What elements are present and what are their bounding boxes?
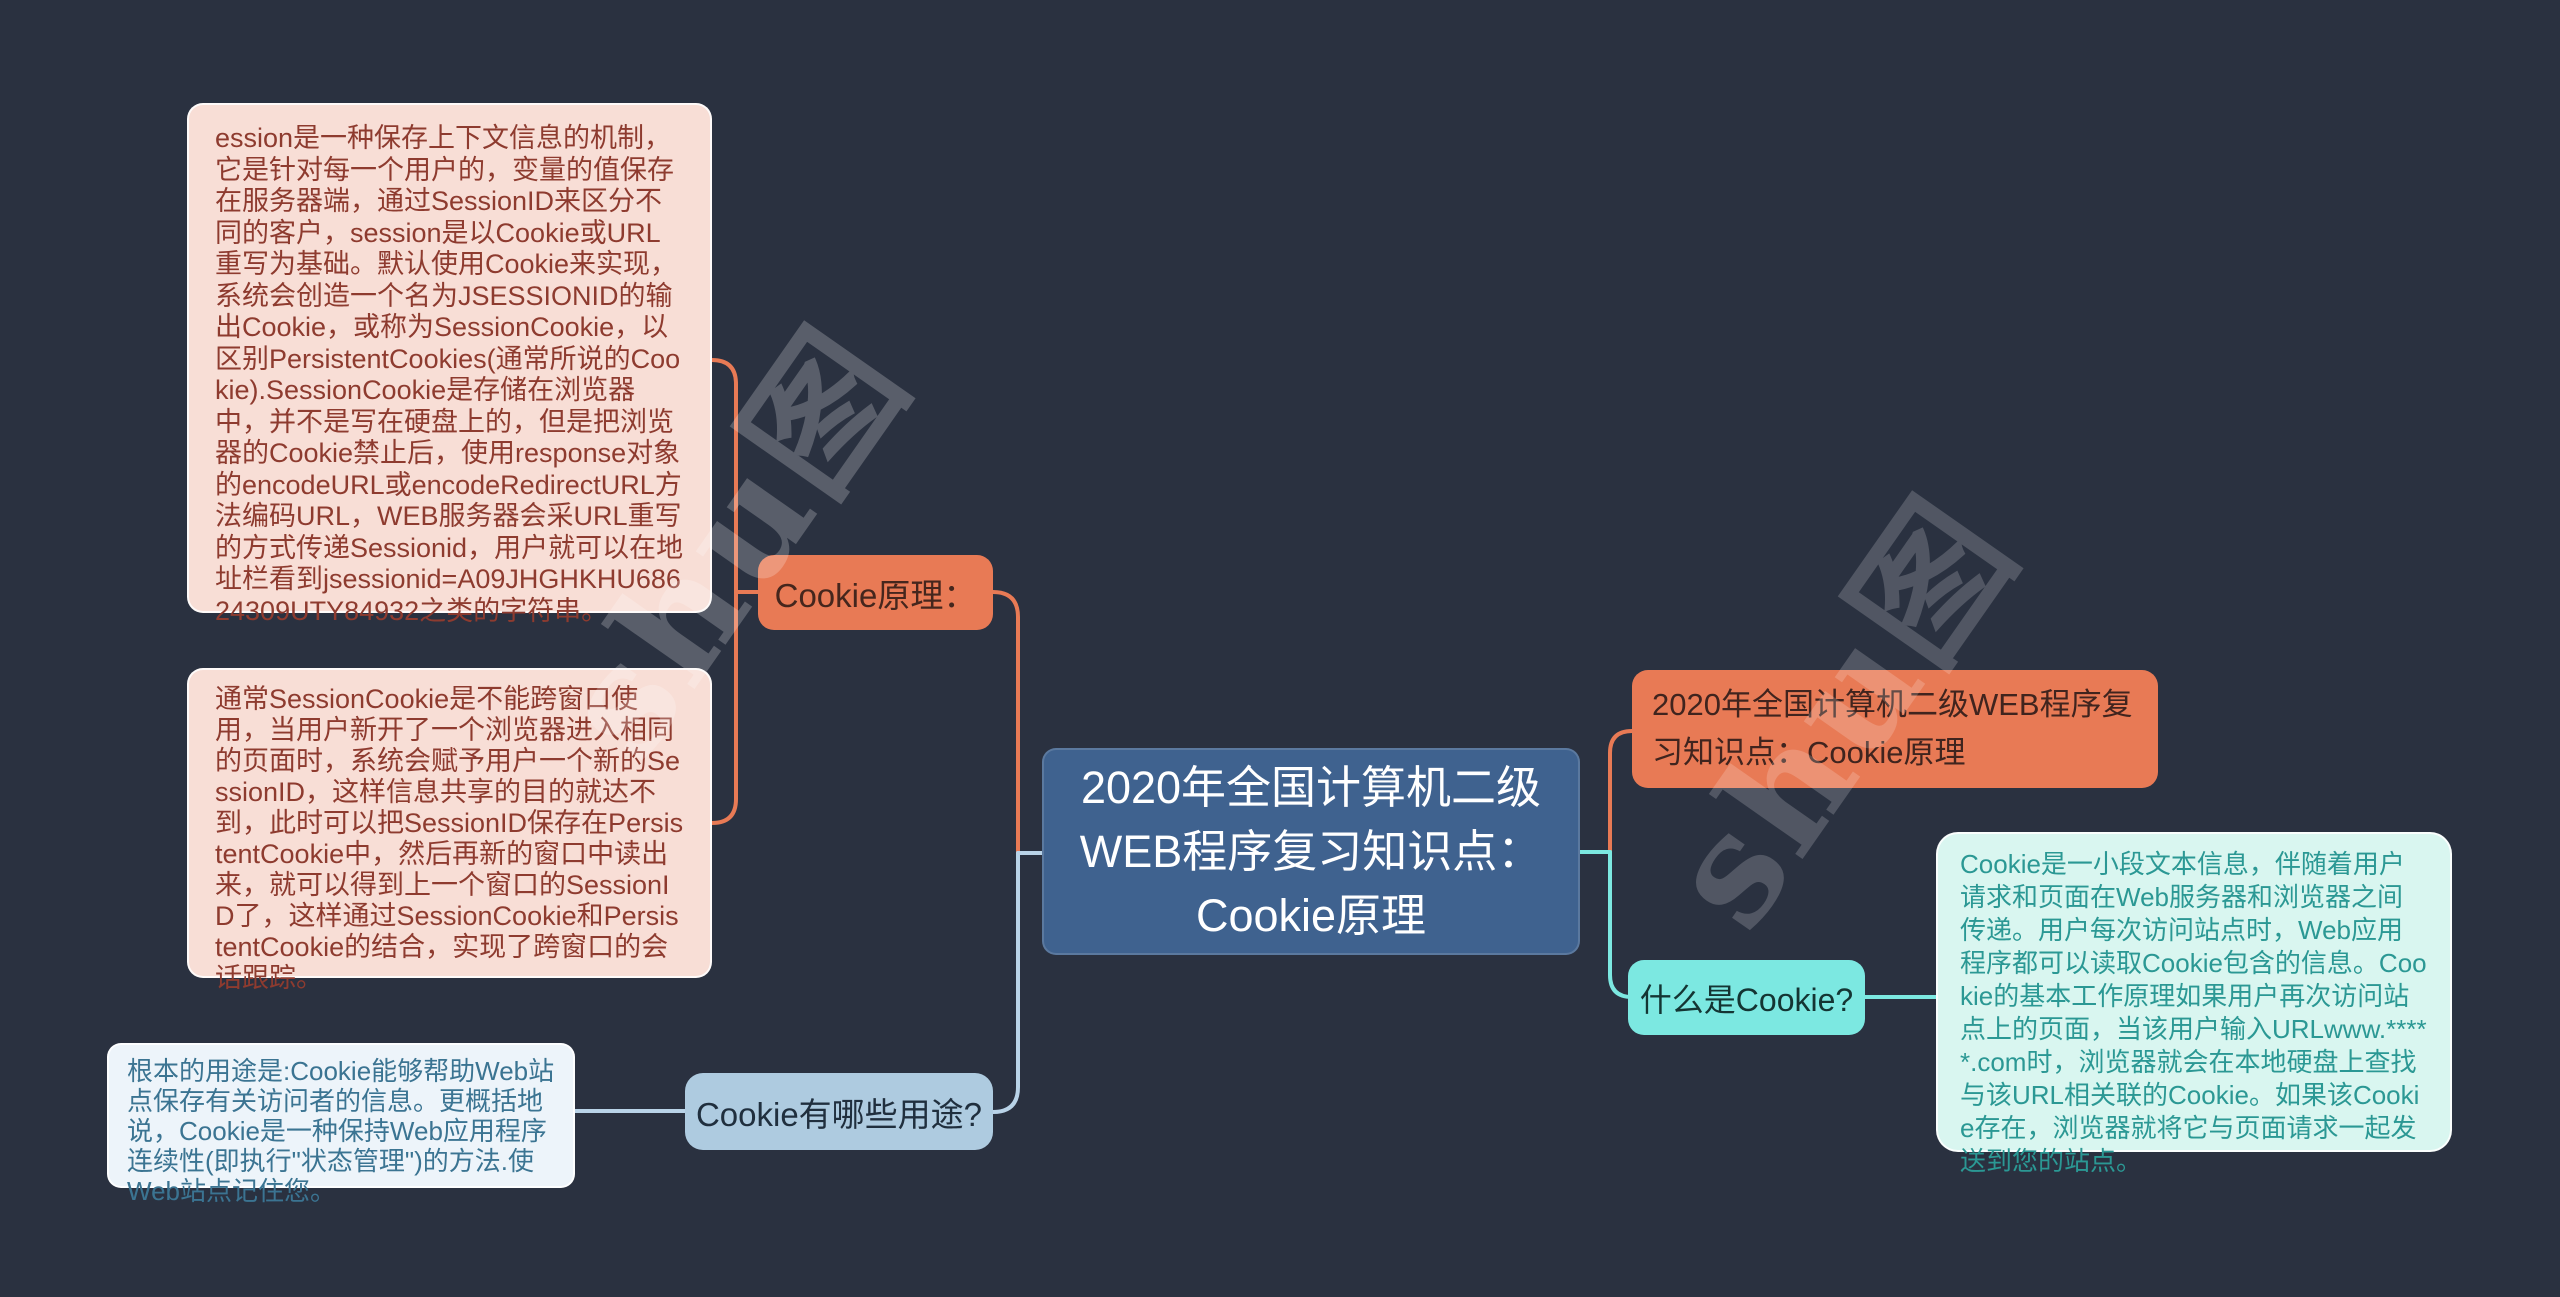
note-session-mechanism[interactable]: ession是一种保存上下文信息的机制，它是针对每一个用户的，变量的值保存在服务…: [187, 103, 712, 626]
node-topic-title[interactable]: 2020年全国计算机二级WEB程序复 习知识点：Cookie原理: [1632, 670, 2158, 788]
node-what-is-cookie[interactable]: 什么是Cookie?: [1628, 960, 1865, 1035]
root-node-line: 2020年全国计算机二级: [1080, 761, 1542, 813]
connector-usage-to-root: [991, 851, 1020, 1114]
root-node-line: Cookie原理: [1195, 889, 1427, 941]
node-cookie-principle[interactable]: Cookie原理：: [758, 555, 993, 630]
root-node[interactable]: 2020年全国计算机二级 WEB程序复习知识点： Cookie原理: [1042, 748, 1580, 955]
connector-root-to-topic: [1608, 729, 1634, 854]
root-node-line: WEB程序复习知识点：: [1079, 825, 1543, 877]
note-what-is-cookie-detail[interactable]: Cookie是一小段文本信息，伴随着用户请求和页面在Web服务器和浏览器之间传递…: [1936, 832, 2452, 1176]
node-cookie-usage-question[interactable]: Cookie有哪些用途?: [685, 1073, 993, 1150]
topic-title-line: 习知识点：Cookie原理: [1652, 735, 1966, 770]
note-cookie-usage[interactable]: 根本的用途是:Cookie能够帮助Web站点保存有关访问者的信息。更概括地说，C…: [107, 1043, 575, 1206]
connector-pink-notes-bracket: [710, 358, 738, 825]
connector-principle-to-root: [991, 590, 1020, 855]
topic-title-line: 2020年全国计算机二级WEB程序复: [1652, 687, 2133, 722]
note-session-cookie-window[interactable]: 通常SessionCookie是不能跨窗口使用，当用户新开了一个浏览器进入相同的…: [187, 668, 712, 993]
